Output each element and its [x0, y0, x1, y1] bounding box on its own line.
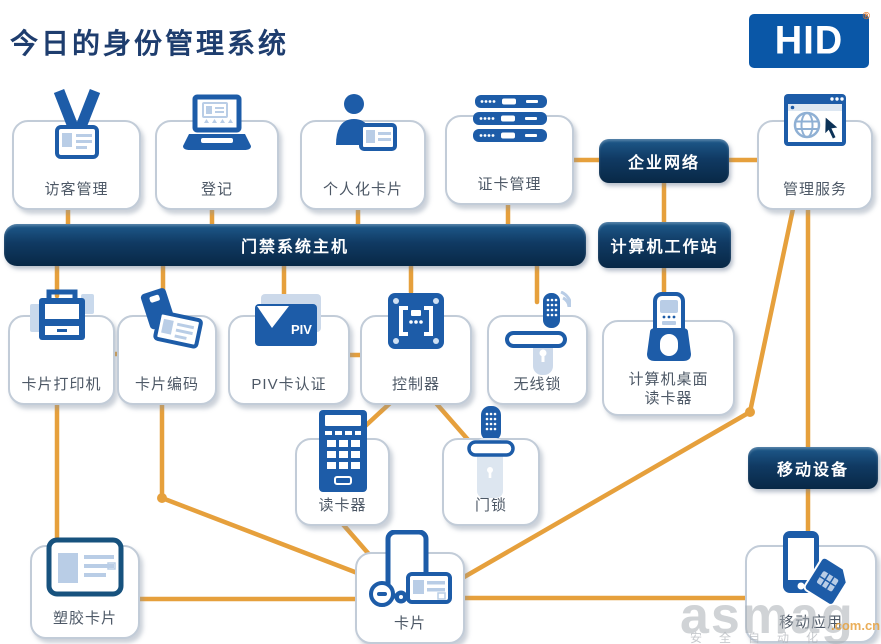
keypad-reader-icon [318, 410, 367, 492]
node-card-printer: 卡片打印机 [8, 289, 115, 405]
banner-access-host: 门禁系统主机 [4, 224, 586, 266]
controller-board-icon [388, 293, 444, 349]
piv-card-icon: PIV [255, 294, 321, 346]
node-mobile-app: 移动应用 [745, 531, 877, 643]
desktop-reader-label-line1: 计算机桌面 [628, 371, 709, 388]
node-reader: 读卡器 [295, 410, 390, 526]
desktop-reader-label-line2: 读卡器 [644, 390, 693, 407]
laptop-icon [183, 94, 251, 150]
edge-junction-card [449, 409, 753, 587]
person-card-icon [336, 94, 397, 151]
edge-service-junction [747, 201, 797, 415]
plastic-card-icon [46, 537, 124, 597]
node-card-mgmt: 证卡管理 [445, 95, 574, 205]
node-mgmt-service: 管理服务 [757, 94, 873, 210]
server-stack-icon [472, 95, 547, 142]
node-registration: 登记 [155, 94, 279, 210]
hid-logo-text: HID [774, 18, 844, 63]
desktop-reader-icon [646, 292, 691, 361]
node-piv-auth: PIV PIV卡认证 [228, 294, 350, 405]
card-encode-icon [140, 288, 203, 349]
node-controller: 控制器 [360, 293, 472, 405]
node-card: 卡片 [355, 530, 465, 644]
banner-mobile-device: 移动设备 [748, 447, 878, 489]
node-personalized-card: 个人化卡片 [300, 94, 426, 210]
node-visitor-mgmt: 访客管理 [12, 88, 141, 210]
visitor-badge-icon [53, 88, 100, 159]
wireless-lock-icon [504, 291, 571, 375]
phone-sim-icon [783, 531, 848, 606]
node-desktop-reader: 计算机桌面 读卡器 [602, 292, 735, 416]
node-wireless-lock: 无线锁 [487, 291, 588, 405]
phone-card-fob-icon [369, 530, 452, 607]
node-plastic-card: 塑胶卡片 [30, 537, 140, 639]
junction-dot-right [745, 407, 755, 417]
page-title: 今日的身份管理系统 [10, 28, 290, 59]
banner-enterprise-network: 企业网络 [599, 139, 729, 183]
browser-globe-icon [784, 94, 846, 146]
piv-icon-text: PIV [291, 322, 312, 337]
junction-dot-left [157, 493, 167, 503]
banner-workstation: 计算机工作站 [598, 222, 731, 268]
printer-icon [29, 289, 94, 340]
edge-junction-card-left [159, 495, 363, 577]
node-card-encoding: 卡片编码 [117, 288, 217, 405]
node-door-lock: 门锁 [442, 406, 540, 526]
registered-mark: ® [862, 11, 870, 22]
door-lock-icon [467, 406, 515, 498]
hid-logo: HID ® [749, 11, 870, 68]
